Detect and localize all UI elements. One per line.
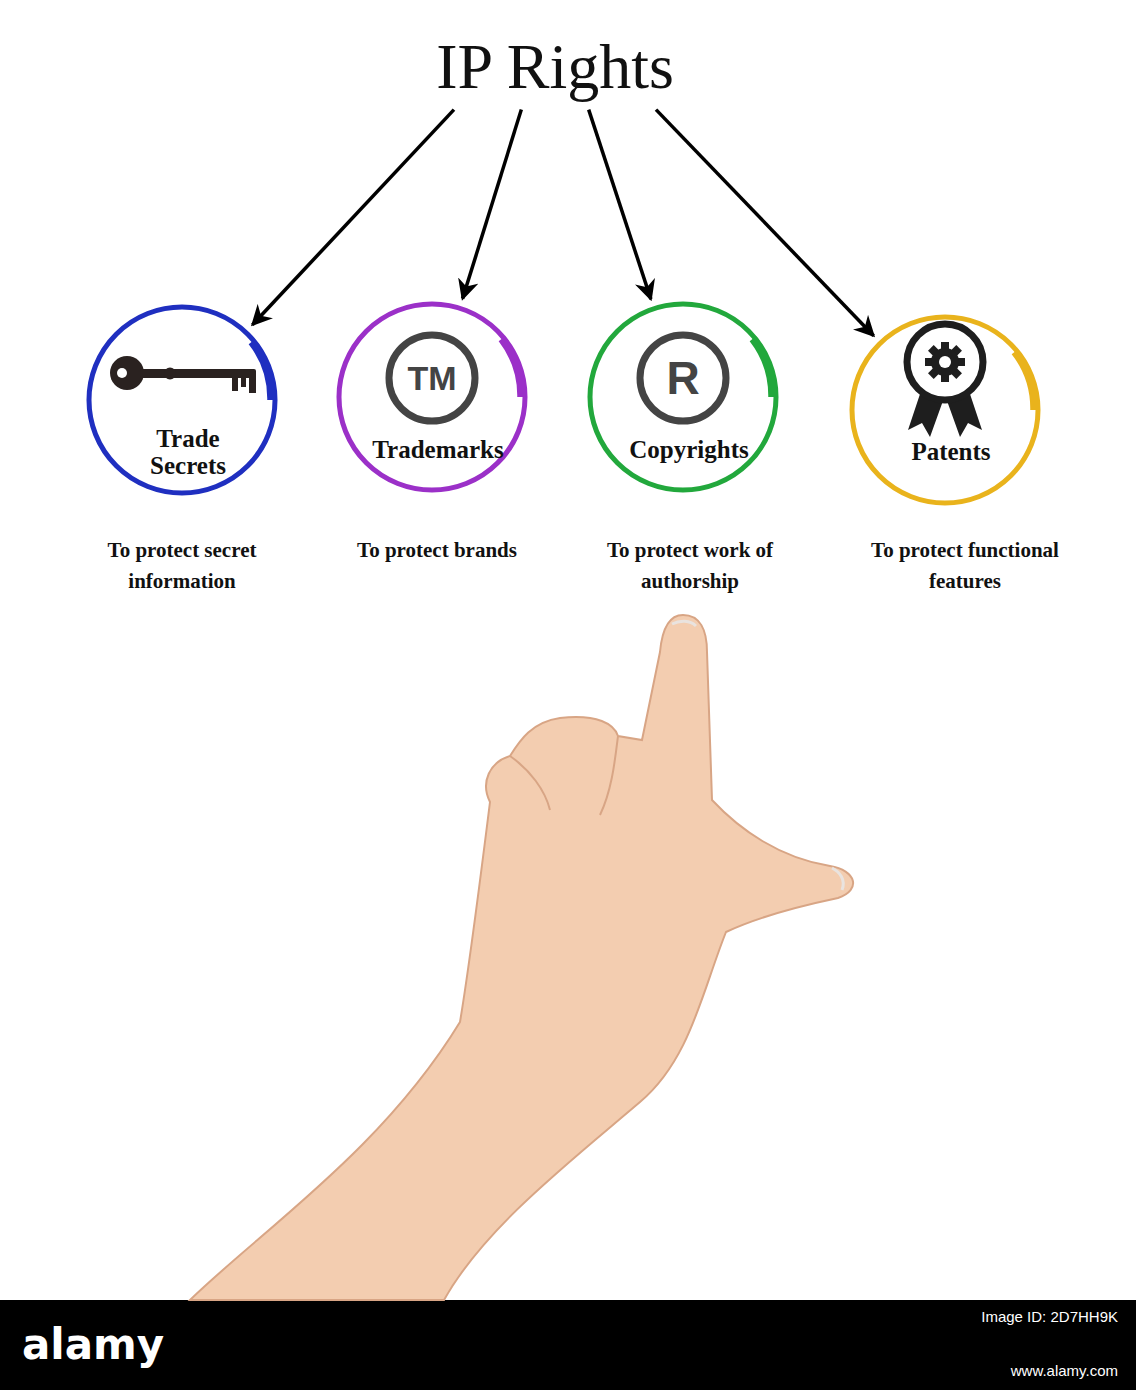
arrow-connector bbox=[463, 110, 522, 299]
category-description: To protect work of authorship bbox=[583, 535, 798, 597]
watermark-logo: alamy bbox=[22, 1324, 164, 1366]
hand-shape bbox=[190, 615, 853, 1300]
trademark-symbol: TM bbox=[407, 361, 456, 395]
registered-symbol: R bbox=[666, 355, 699, 401]
circle-accent bbox=[1015, 352, 1034, 410]
patent-rosette bbox=[907, 324, 983, 437]
circle-outline bbox=[848, 313, 1042, 507]
watermark-url: www.alamy.com bbox=[1011, 1363, 1118, 1378]
arrow-connector bbox=[589, 110, 651, 300]
key-icon bbox=[110, 356, 256, 393]
category-description: To protect brands bbox=[307, 535, 567, 566]
footer-bar bbox=[0, 1300, 1136, 1390]
ip-category-circle: PatentsTo protect functional features bbox=[848, 313, 1042, 507]
category-name: Trade Secrets bbox=[128, 425, 248, 479]
category-description: To protect functional features bbox=[835, 535, 1095, 597]
heading-node: IP Rights bbox=[436, 30, 674, 104]
category-name: Patents bbox=[861, 438, 1041, 465]
circle-ring bbox=[852, 317, 1038, 503]
category-name: Copyrights bbox=[599, 436, 779, 463]
diagram-heading: IP Rights bbox=[436, 30, 674, 104]
pointing-hand bbox=[190, 615, 853, 1300]
ip-category-circle: Trade SecretsTo protect secret informati… bbox=[85, 303, 279, 497]
circle-accent bbox=[252, 342, 271, 400]
circle-accent bbox=[502, 339, 521, 397]
trademark-ring bbox=[389, 335, 475, 421]
finger-crease bbox=[510, 756, 550, 810]
finger-crease bbox=[600, 736, 618, 815]
category-name: Trademarks bbox=[348, 436, 528, 463]
circle-outline bbox=[335, 300, 529, 494]
image-id: Image ID: 2D7HH9K bbox=[981, 1309, 1118, 1324]
category-description: To protect secret information bbox=[75, 535, 290, 597]
circle-accent bbox=[753, 339, 772, 397]
ip-category-circle: TrademarksTo protect brands bbox=[335, 300, 529, 494]
circle-ring bbox=[89, 307, 275, 493]
registered-ring bbox=[640, 335, 726, 421]
fingernail bbox=[832, 868, 843, 890]
arrow-connector bbox=[252, 110, 454, 325]
fingernail bbox=[672, 621, 696, 626]
